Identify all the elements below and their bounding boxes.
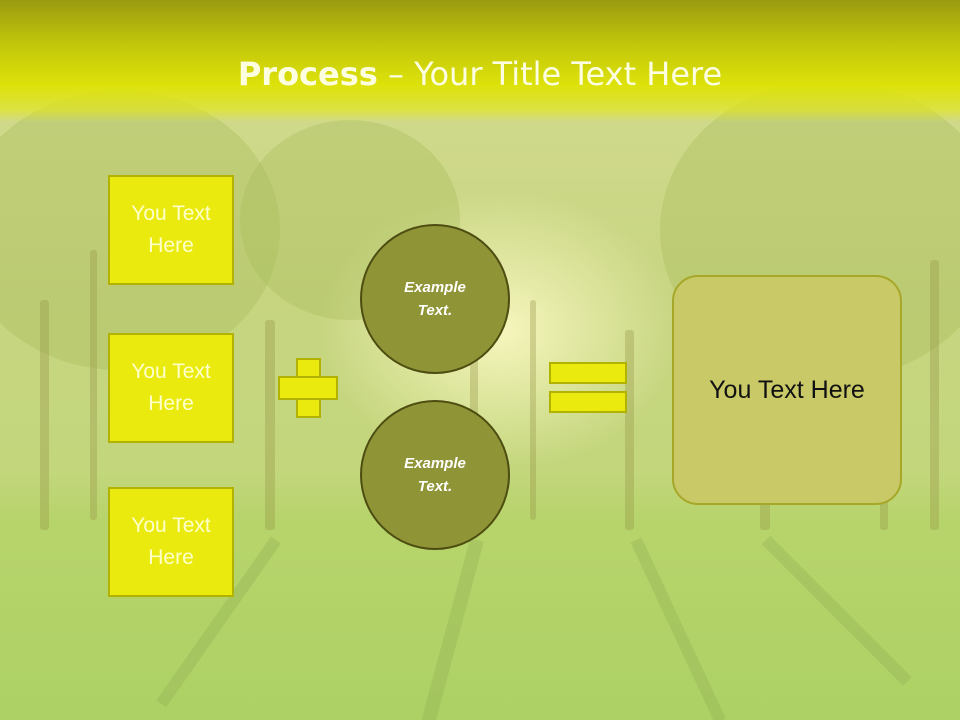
equals-top-bar (549, 362, 627, 384)
tree-trunk (530, 300, 536, 520)
tree-shadow (630, 537, 726, 720)
result-box[interactable]: You Text Here (672, 275, 902, 505)
tree-trunk (625, 330, 634, 530)
plus-center (298, 378, 319, 398)
example-circle-1[interactable]: Example Text. (360, 224, 510, 374)
text-box-3[interactable]: You Text Here (108, 487, 234, 597)
equals-bottom-bar (549, 391, 627, 413)
example-circle-2[interactable]: Example Text. (360, 400, 510, 550)
tree-trunk (90, 250, 97, 520)
slide-title: Process – Your Title Text Here (0, 54, 960, 94)
tree-trunk (265, 320, 275, 530)
tree-trunk (930, 260, 939, 530)
tree-shadow (761, 535, 912, 686)
title-bold: Process (237, 55, 378, 93)
tree-shadow (418, 538, 484, 720)
title-banner (0, 0, 960, 122)
text-box-1[interactable]: You Text Here (108, 175, 234, 285)
tree-trunk (40, 300, 49, 530)
text-box-2[interactable]: You Text Here (108, 333, 234, 443)
title-rest: – Your Title Text Here (377, 55, 723, 93)
